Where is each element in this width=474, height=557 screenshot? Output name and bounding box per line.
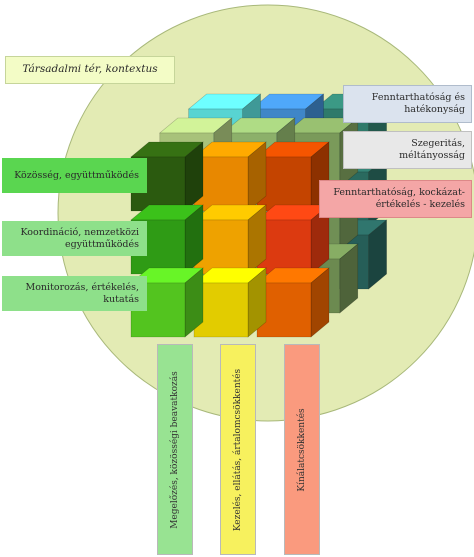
column-label-treatment-text: Kezelés, ellátás, ártalomcsökkentés bbox=[233, 368, 243, 531]
column-label-supply-text: Kínálatcsökkentés bbox=[297, 407, 307, 492]
row-label-coordination: Koordináció, nemzetközi együttműködés bbox=[2, 221, 147, 256]
layer-label-equity: Szegeritás, méltányosság bbox=[343, 131, 472, 169]
column-label-treatment: Kezelés, ellátás, ártalomcsökkentés bbox=[220, 344, 256, 555]
column-label-prevention: Megelőzés, közösségi beavatkozás bbox=[157, 344, 193, 555]
column-label-prevention-text: Megelőzés, közösségi beavatkozás bbox=[170, 370, 180, 529]
row-label-monitoring: Monitorozás, értékelés, kutatás bbox=[2, 276, 147, 311]
layer-label-risk: Fenntarthatóság, kockázat- értékelés - k… bbox=[319, 180, 472, 218]
layer-label-sustainability: Fenntarthatóság és hatékonyság bbox=[343, 85, 472, 123]
row-label-community: Közösség, együttműködés bbox=[2, 158, 147, 193]
context-title: Társadalmi tér, kontextus bbox=[5, 56, 175, 84]
column-label-supply: Kínálatcsökkentés bbox=[284, 344, 320, 555]
